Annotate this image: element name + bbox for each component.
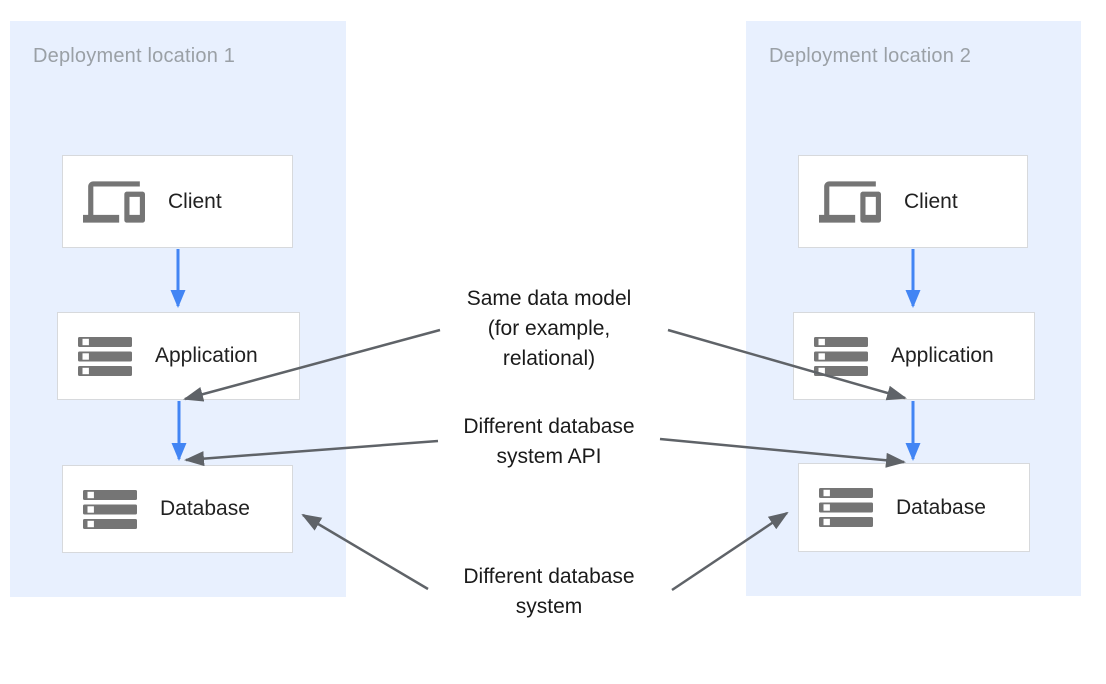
devices-icon <box>83 180 145 223</box>
deployment-location-2-title: Deployment location 2 <box>769 45 972 67</box>
database-box-location-2: Database <box>798 463 1030 552</box>
application-box-location-1: Application <box>57 312 300 400</box>
annotation-different-database-system-api: Different database system API <box>463 415 635 468</box>
client-box-location-1: Client <box>62 155 293 248</box>
database-label: Database <box>160 497 250 520</box>
server-stack-icon <box>819 488 873 527</box>
server-stack-icon <box>814 336 868 376</box>
database-label: Database <box>896 495 986 519</box>
devices-icon <box>819 180 881 223</box>
server-stack-icon <box>78 336 132 376</box>
application-label: Application <box>155 344 258 367</box>
database-box-location-1: Database <box>62 465 293 553</box>
client-label: Client <box>904 189 958 213</box>
server-stack-icon <box>83 489 137 529</box>
annotation-different-database-system: Different database system <box>463 565 635 618</box>
application-box-location-2: Application <box>793 312 1035 400</box>
client-label: Client <box>168 189 222 213</box>
application-label: Application <box>891 344 994 367</box>
client-box-location-2: Client <box>798 155 1028 248</box>
annotation-same-data-model: Same data model (for example, relational… <box>466 287 632 370</box>
deployment-location-1-title: Deployment location 1 <box>33 45 236 67</box>
